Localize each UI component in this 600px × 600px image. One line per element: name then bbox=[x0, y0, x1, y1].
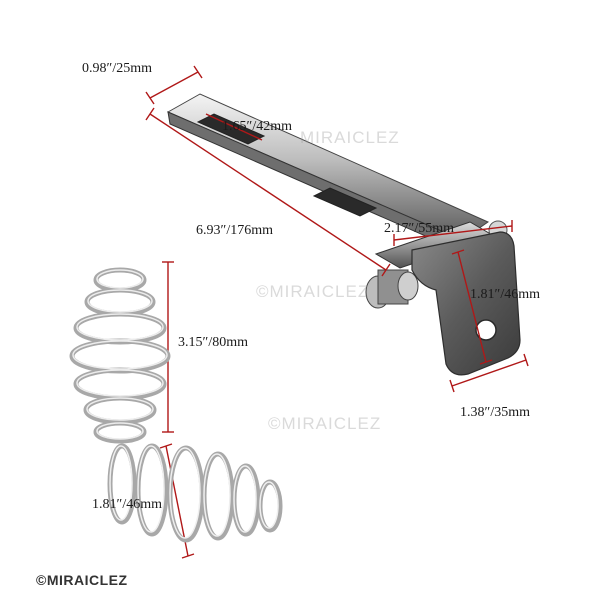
dim-label-bracket-width: 0.98″/25mm bbox=[82, 61, 152, 76]
dim-label-spring-height: 3.15″/80mm bbox=[178, 335, 248, 350]
dimension-lines bbox=[145, 65, 529, 559]
dim-label-bracket-length: 6.93″/176mm bbox=[196, 223, 273, 238]
dim-label-mount-width: 2.17″/55mm bbox=[384, 221, 454, 236]
watermark-top: MIRAICLEZ bbox=[300, 128, 400, 147]
dim-line-bracket-width bbox=[149, 71, 199, 99]
mount-tab bbox=[411, 231, 521, 376]
bracket-slot-2 bbox=[312, 187, 378, 217]
mount-tube bbox=[365, 220, 508, 309]
watermark-low: ©MIRAICLEZ bbox=[268, 414, 382, 433]
dim-label-slot-length: 1.65″/42mm bbox=[222, 119, 292, 134]
dim-label-tab-height: 1.81″/46mm bbox=[470, 287, 540, 302]
mount-hole bbox=[475, 319, 497, 341]
dim-line-tab-width bbox=[451, 359, 527, 387]
dim-line-tab-height bbox=[457, 251, 487, 363]
dim-label-tab-width: 1.38″/35mm bbox=[460, 405, 530, 420]
bracket-arm bbox=[166, 93, 490, 253]
bracket-slot-1 bbox=[196, 113, 266, 145]
dim-line-bracket-length bbox=[149, 113, 387, 271]
dim-label-spring-diameter: 1.81″/46mm bbox=[92, 497, 162, 512]
spring-upright bbox=[69, 267, 171, 444]
watermark-mid: ©MIRAICLEZ bbox=[256, 282, 370, 301]
copyright-text: ©MIRAICLEZ bbox=[36, 572, 128, 588]
dim-line-mount-width bbox=[393, 225, 513, 241]
dim-line-slot-length bbox=[205, 113, 263, 141]
